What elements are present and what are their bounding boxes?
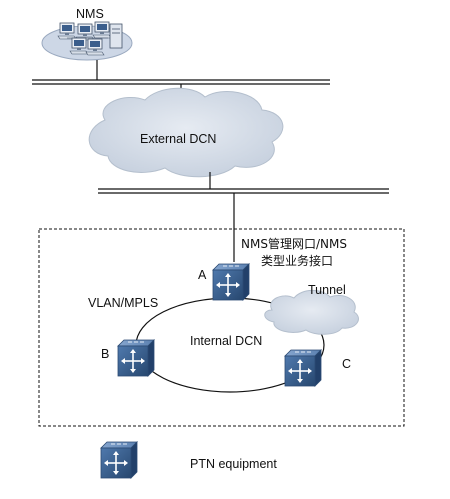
external-dcn-label: External DCN: [140, 132, 217, 146]
node-b-label: B: [101, 347, 110, 361]
external-dcn-cloud: [88, 87, 284, 178]
interface-label-line2: 类型业务接口: [261, 254, 334, 268]
lower-bus-line: [98, 188, 389, 194]
tunnel-label: Tunnel: [308, 283, 346, 297]
internal-dcn-label: Internal DCN: [190, 334, 263, 348]
ptn-router-icon: [212, 263, 250, 301]
top-bus-line: [32, 79, 330, 85]
internal-network-boundary: [38, 228, 405, 427]
legend-ptn-equipment-label: PTN equipment: [190, 457, 277, 471]
ptn-router-icon: [117, 339, 155, 377]
ptn-router-icon: [284, 349, 322, 387]
node-a-label: A: [198, 268, 207, 282]
node-c-label: C: [342, 357, 352, 371]
nms-workstations-icon: [41, 21, 133, 61]
nms-label: NMS: [76, 7, 104, 21]
vlan-mpls-label: VLAN/MPLS: [88, 296, 159, 310]
interface-label-line1: NMS管理网口/NMS: [241, 237, 347, 251]
ptn-router-icon: [100, 441, 138, 479]
tunnel-cloud: [264, 289, 359, 335]
